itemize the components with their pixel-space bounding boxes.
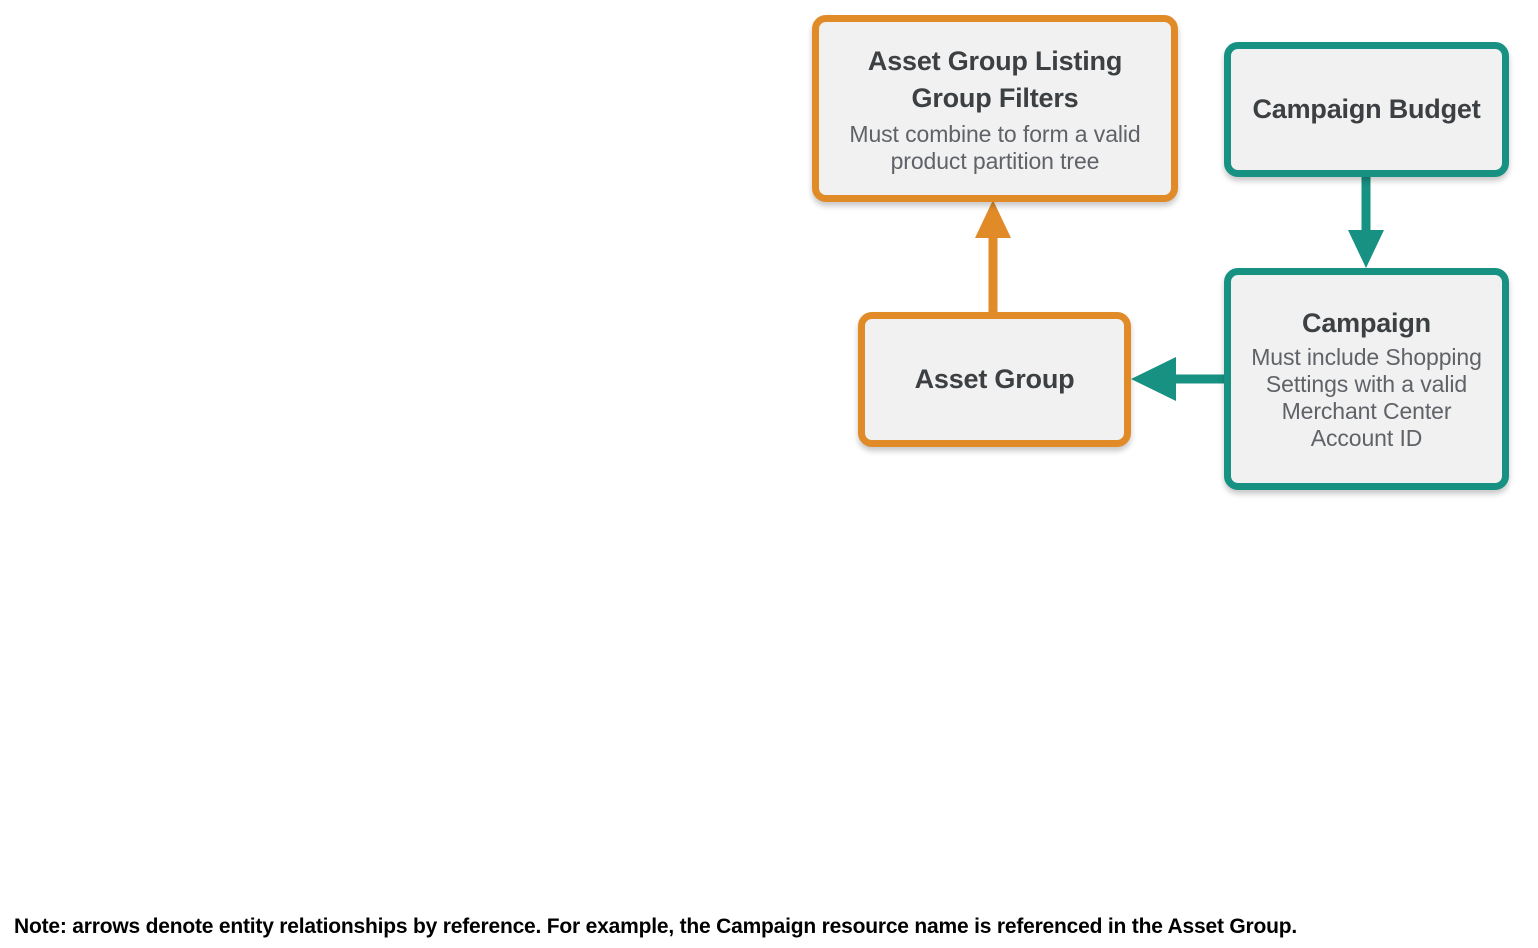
footer-note: Note: arrows denote entity relationships… [14,915,1297,938]
node-subtitle: Must combine to form a valid product par… [849,120,1141,174]
node-campaign-budget[interactable]: Campaign Budget [1224,42,1509,177]
node-title: Campaign Budget [1252,94,1481,124]
node-campaign[interactable]: Campaign Must include Shopping Settings … [1224,268,1509,490]
node-asset-group-listing-group-filters[interactable]: Asset Group Listing Group Filters Must c… [812,15,1178,202]
edge-asset-group-to-listing-group-filters [975,200,1011,315]
node-title: Asset Group [914,364,1075,394]
node-asset-group[interactable]: Asset Group [858,312,1131,447]
node-title: Asset Group Listing Group Filters [867,45,1123,113]
node-subtitle: Must include Shopping Settings with a va… [1251,343,1482,451]
edge-campaign-budget-to-campaign [1348,174,1384,268]
node-title: Campaign [1302,307,1431,338]
edge-campaign-to-asset-group [1131,357,1227,401]
